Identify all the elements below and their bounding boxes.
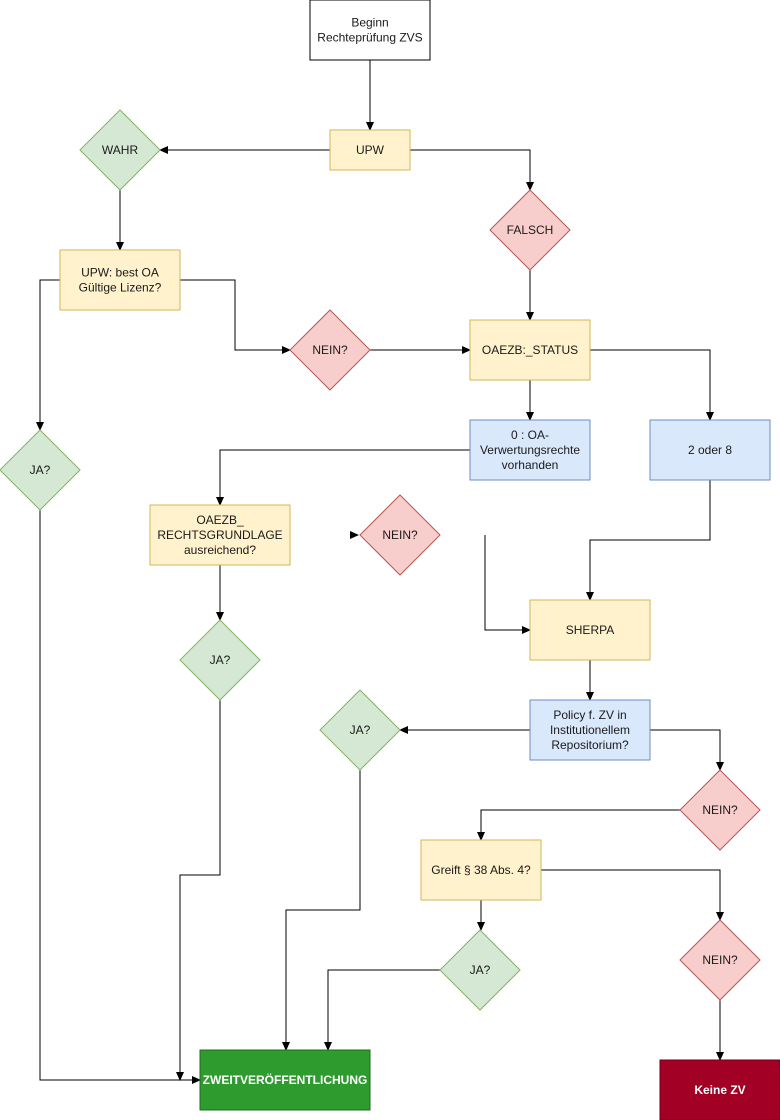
node-ja-rechtsgrundlage[interactable]: JA? <box>179 619 261 701</box>
node-label: Greift § 38 Abs. 4? <box>431 863 531 877</box>
node-label: JA? <box>30 463 51 477</box>
node-ja-paragraph[interactable]: JA? <box>439 929 521 1011</box>
process-box <box>329 129 411 171</box>
node-falsch[interactable]: FALSCH <box>489 189 571 271</box>
decision-diamond <box>679 919 761 1001</box>
node-label: NEIN? <box>702 803 738 817</box>
process-box <box>149 504 291 566</box>
process-box <box>309 0 431 61</box>
process-box <box>469 319 591 381</box>
node-nein-lizenz[interactable]: NEIN? <box>289 309 371 391</box>
connector-arrow <box>282 770 361 1051</box>
node-label: RECHTSGRUNDLAGE <box>157 528 282 542</box>
decision-diamond <box>679 769 761 851</box>
node-label: Beginn <box>351 16 388 30</box>
node-label: UPW <box>356 143 385 157</box>
node-keine-zv[interactable]: Keine ZV <box>659 1059 780 1120</box>
node-wahr[interactable]: WAHR <box>79 109 161 191</box>
decision-diamond <box>359 494 441 576</box>
connector-arrow <box>36 279 60 431</box>
decision-diamond <box>319 689 401 771</box>
node-nein-paragraph[interactable]: NEIN? <box>679 919 761 1001</box>
node-label: WAHR <box>102 143 139 157</box>
node-label: NEIN? <box>312 343 348 357</box>
node-label: Keine ZV <box>694 1083 745 1097</box>
node-label: Verwertungsrechte <box>480 443 580 457</box>
decision-diamond <box>179 619 261 701</box>
process-box <box>469 419 591 481</box>
process-box <box>420 839 542 901</box>
connector-arrow <box>176 700 221 1081</box>
connector-arrow <box>586 480 711 601</box>
process-box <box>529 599 651 661</box>
node-label: NEIN? <box>702 953 738 967</box>
node-label: Institutionellem <box>550 723 630 737</box>
process-box <box>59 249 181 311</box>
node-label: ZWEITVERÖFFENTLICHUNG <box>203 1072 368 1087</box>
flowchart-edges <box>36 60 724 1084</box>
node-label: OAEZB_ <box>196 513 244 527</box>
node-label: JA? <box>210 653 231 667</box>
connector-arrow <box>541 869 724 921</box>
node-label: Rechteprüfung ZVS <box>317 31 422 45</box>
decision-diamond <box>489 189 571 271</box>
decision-diamond <box>289 309 371 391</box>
node-label: JA? <box>350 723 371 737</box>
connector-arrow <box>410 149 534 191</box>
decision-diamond <box>0 429 81 511</box>
node-sherpa[interactable]: SHERPA <box>529 599 651 661</box>
process-box <box>649 419 771 481</box>
node-label: 0 : OA- <box>511 428 549 442</box>
node-label: UPW: best OA <box>81 266 159 280</box>
connector-arrow <box>477 809 680 841</box>
node-nein-policy[interactable]: NEIN? <box>679 769 761 851</box>
node-label: Repositorium? <box>551 738 629 752</box>
node-label: ausreichend? <box>184 543 256 557</box>
process-box <box>199 1049 371 1111</box>
node-policy[interactable]: Policy f. ZV inInstitutionellemRepositor… <box>529 699 651 761</box>
connector-arrow <box>590 349 714 421</box>
decision-diamond <box>79 109 161 191</box>
node-label: Gültige Lizenz? <box>79 281 162 295</box>
node-nein-rechtsgrundlage[interactable]: NEIN? <box>359 494 441 576</box>
connector-arrow <box>180 279 291 354</box>
node-label: SHERPA <box>566 623 614 637</box>
process-box <box>659 1059 780 1120</box>
decision-diamond <box>439 929 521 1011</box>
node-upw[interactable]: UPW <box>329 129 411 171</box>
connector-arrow <box>39 510 201 1084</box>
node-status-2-8[interactable]: 2 oder 8 <box>649 419 771 481</box>
node-label: JA? <box>470 963 491 977</box>
node-paragraph[interactable]: Greift § 38 Abs. 4? <box>420 839 542 901</box>
connector-arrow <box>650 729 724 771</box>
process-box <box>529 699 651 761</box>
node-label: Policy f. ZV in <box>553 708 626 722</box>
node-ja-lizenz[interactable]: JA? <box>0 429 81 511</box>
node-label: 2 oder 8 <box>688 443 732 457</box>
connector-arrow <box>216 449 470 506</box>
connector-arrow <box>324 969 440 1051</box>
node-label: vorhanden <box>502 458 559 472</box>
node-ja-policy[interactable]: JA? <box>319 689 401 771</box>
connector-arrow <box>484 535 531 634</box>
node-label: OAEZB:_STATUS <box>482 343 578 357</box>
node-label: NEIN? <box>382 528 418 542</box>
node-zweitveroeffentlichung[interactable]: ZWEITVERÖFFENTLICHUNG <box>199 1049 371 1111</box>
node-oaezb-status[interactable]: OAEZB:_STATUS <box>469 319 591 381</box>
node-label: FALSCH <box>507 223 554 237</box>
